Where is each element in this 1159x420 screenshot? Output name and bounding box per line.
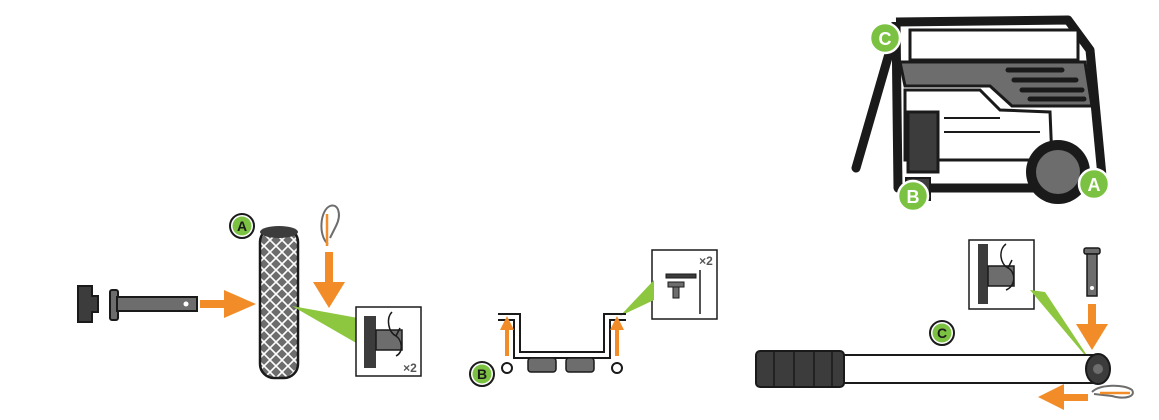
wheel-clip-quantity: ×2 (403, 361, 417, 375)
generator-side-box (906, 110, 940, 174)
hair-pin-icon (1091, 384, 1134, 399)
u-bracket (498, 313, 626, 353)
rubber-foot (565, 357, 595, 373)
handle-assembly: C (755, 239, 1134, 410)
arrow-icon (610, 316, 624, 356)
generator-vents (1005, 67, 1087, 102)
badge-handle-c: C (929, 320, 955, 346)
handle-tube (839, 354, 1101, 384)
bracket-bolt-quantity: ×2 (699, 254, 713, 268)
arrow-icon (200, 290, 256, 318)
generator-engine (903, 88, 1054, 162)
generator-wheel-hub (1036, 150, 1080, 194)
badge-generator-b: B (896, 179, 930, 213)
badge-label: A (1088, 175, 1101, 195)
handle-grip (755, 350, 845, 388)
badge-generator-a: A (1077, 167, 1111, 201)
detail-callout-wedge (620, 280, 654, 316)
axle-pin-icon (1083, 247, 1101, 297)
generator-frame-lower (891, 21, 1040, 193)
detail-callout-wedge (1030, 290, 1094, 366)
washer (501, 362, 513, 374)
badge-label: A (237, 218, 247, 234)
arrow-icon (313, 252, 345, 308)
detail-callout-wedge (292, 306, 358, 344)
arrow-icon (1038, 384, 1088, 410)
generator-tank (908, 28, 1080, 62)
axle-bracket-part (77, 285, 99, 323)
badge-wheel-a: A (229, 213, 255, 239)
bolt-icon (667, 281, 685, 299)
badge-label: C (879, 29, 892, 49)
bracket-assembly: ×2 B (469, 249, 718, 387)
washer (611, 362, 623, 374)
hair-pin-icon (320, 204, 340, 246)
badge-label: B (907, 187, 920, 207)
badge-generator-c: C (868, 21, 902, 55)
handle-pin-detail (968, 239, 1035, 310)
arrow-icon (500, 316, 514, 356)
generator-engine-lines (944, 117, 1040, 133)
wheel-assembly: A ×2 (77, 204, 422, 380)
handle-end-hole (1093, 364, 1103, 374)
badge-label: B (477, 366, 487, 382)
badge-label: C (937, 325, 947, 341)
arrow-icon (1076, 304, 1108, 350)
u-bracket-inner (498, 319, 626, 359)
rubber-foot (527, 357, 557, 373)
generator-handle-bar (851, 35, 898, 173)
badge-bracket-b: B (469, 361, 495, 387)
axle-pin-icon (109, 289, 198, 321)
grip-ridges (773, 351, 833, 387)
wheel-clip-detail: ×2 (355, 306, 422, 377)
wheel-icon (258, 226, 300, 380)
generator-panel (898, 60, 1094, 108)
generator (851, 15, 1107, 204)
bracket-bolt-detail: ×2 (651, 249, 718, 320)
